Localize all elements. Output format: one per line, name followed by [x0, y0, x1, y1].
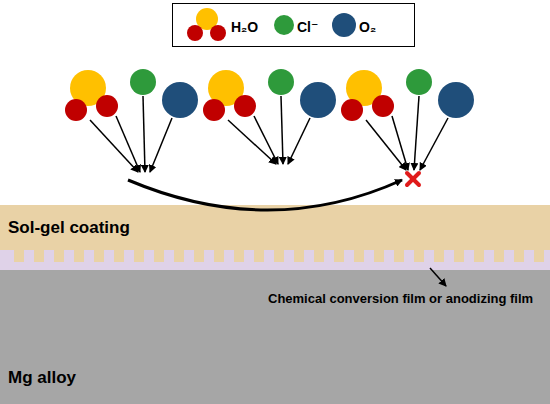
substrate-band: Mg alloy [0, 270, 550, 404]
molecule-group [203, 69, 336, 164]
legend-text: O₂ [359, 19, 376, 35]
legend-text: Cl⁻ [297, 19, 318, 35]
coating-band: Sol-gel coating [0, 205, 550, 250]
legend-box: H₂O Cl⁻ O₂ [172, 3, 415, 47]
molecule-group [65, 69, 198, 172]
film-layer [0, 250, 550, 270]
band-label: Sol-gel coating [8, 218, 130, 238]
molecule-atom [187, 25, 203, 41]
band-label: Mg alloy [8, 368, 76, 388]
legend-text: H₂O [231, 19, 258, 35]
legend-icon [271, 5, 297, 45]
legend-icon [331, 5, 357, 45]
molecule-atom [210, 25, 226, 41]
comb-teeth [14, 249, 544, 262]
molecule-group [341, 69, 474, 170]
legend-icon [185, 5, 229, 45]
block-cross [407, 173, 419, 185]
annotation-label: Chemical conversion film or anodizing fi… [268, 291, 533, 306]
legend-swatch [332, 13, 356, 37]
legend-swatch [274, 15, 294, 35]
